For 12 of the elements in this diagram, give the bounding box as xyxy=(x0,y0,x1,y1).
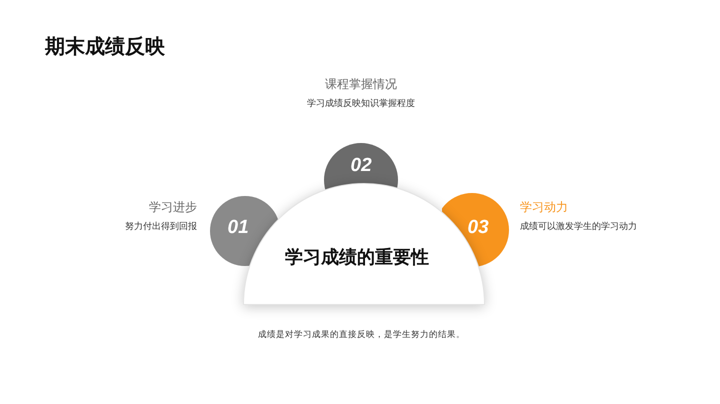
item-description: 学习成绩反映知识掌握程度 xyxy=(307,97,415,110)
item-heading: 学习进步 xyxy=(149,199,197,215)
slide-title: 期末成绩反映 xyxy=(45,34,165,60)
item-description: 成绩可以激发学生的学习动力 xyxy=(520,220,637,233)
item-heading: 学习动力 xyxy=(520,199,568,215)
step-number: 01 xyxy=(228,217,249,239)
panel-title: 学习成绩的重要性 xyxy=(285,246,429,269)
note-text: 成绩是对学习成果的直接反映，是学生努力的结果。 xyxy=(258,328,465,341)
item-description: 努力付出得到回报 xyxy=(125,220,197,233)
step-number: 03 xyxy=(468,217,489,239)
step-number: 02 xyxy=(350,155,372,177)
item-heading: 课程掌握情况 xyxy=(325,76,397,92)
